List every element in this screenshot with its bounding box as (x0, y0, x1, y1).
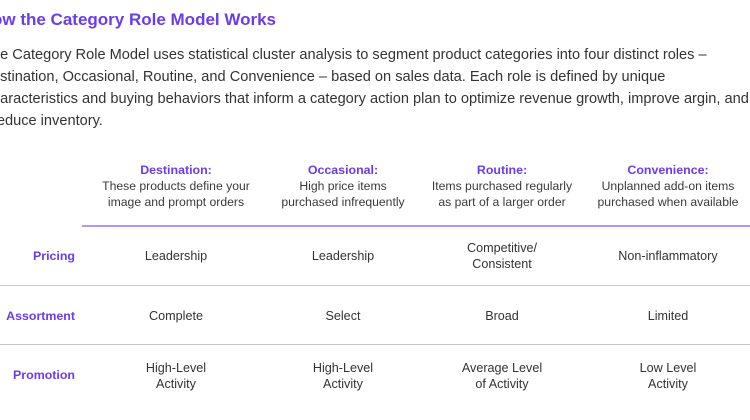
cell-line: Average Level (461, 361, 543, 375)
cell-line: Broad (485, 309, 519, 323)
column-desc: High price items (299, 179, 387, 193)
table-cell: Competitive/ Consistent (422, 240, 582, 272)
row-divider (0, 344, 750, 345)
cell-line: High-Level (312, 361, 374, 375)
table-cell: Low Level Activity (588, 360, 748, 392)
cell-line: Competitive/ (467, 241, 537, 255)
column-desc: as part of a larger order (438, 195, 566, 209)
row-label-promotion: Promotion (13, 368, 75, 382)
column-role: Routine: (476, 163, 528, 177)
cell-line: Leadership (311, 249, 375, 263)
cell-line: of Activity (475, 377, 529, 391)
column-desc: purchased infrequently (281, 195, 405, 209)
cell-line: Consistent (472, 257, 532, 271)
column-desc: These products define your (102, 179, 250, 193)
header-divider (82, 225, 750, 227)
row-label-pricing: Pricing (33, 249, 75, 263)
page-title: ow the Category Role Model Works (0, 10, 277, 29)
column-role: Convenience: (627, 163, 709, 177)
row-label-assortment: Assortment (6, 309, 75, 323)
intro-paragraph: he Category Role Model uses statistical … (0, 47, 749, 129)
row-divider (0, 285, 750, 286)
table-cell: Leadership (268, 248, 418, 264)
table-cell: Limited (588, 308, 748, 324)
table-cell: High-Level Activity (268, 360, 418, 392)
cell-line: Activity (156, 377, 196, 391)
cell-line: Complete (149, 309, 203, 323)
column-header-convenience: Convenience: Unplanned add-on items purc… (588, 162, 748, 210)
column-header-occasional: Occasional: High price items purchased i… (268, 162, 418, 210)
column-header-routine: Routine: Items purchased regularly as pa… (422, 162, 582, 210)
table-cell: Broad (422, 308, 582, 324)
cell-line: Select (325, 309, 361, 323)
column-desc: purchased when available (597, 195, 739, 209)
cell-line: Activity (323, 377, 363, 391)
cell-line: Activity (648, 377, 688, 391)
column-desc: Items purchased regularly (431, 179, 573, 193)
table-cell: Leadership (92, 248, 260, 264)
table-cell: High-Level Activity (92, 360, 260, 392)
cell-line: High-Level (145, 361, 207, 375)
table-cell: Select (268, 308, 418, 324)
table-cell: Non-inflammatory (588, 248, 748, 264)
column-role: Destination: (140, 163, 212, 177)
cell-line: Limited (647, 309, 689, 323)
table-cell: Average Level of Activity (422, 360, 582, 392)
column-desc: Unplanned add-on items (601, 179, 735, 193)
column-header-destination: Destination: These products define your … (92, 162, 260, 210)
table-cell: Complete (92, 308, 260, 324)
column-desc: image and prompt orders (107, 195, 245, 209)
cell-line: Leadership (144, 249, 208, 263)
column-role: Occasional: (307, 163, 379, 177)
cell-line: Low Level (639, 361, 697, 375)
cell-line: Non-inflammatory (618, 249, 718, 263)
